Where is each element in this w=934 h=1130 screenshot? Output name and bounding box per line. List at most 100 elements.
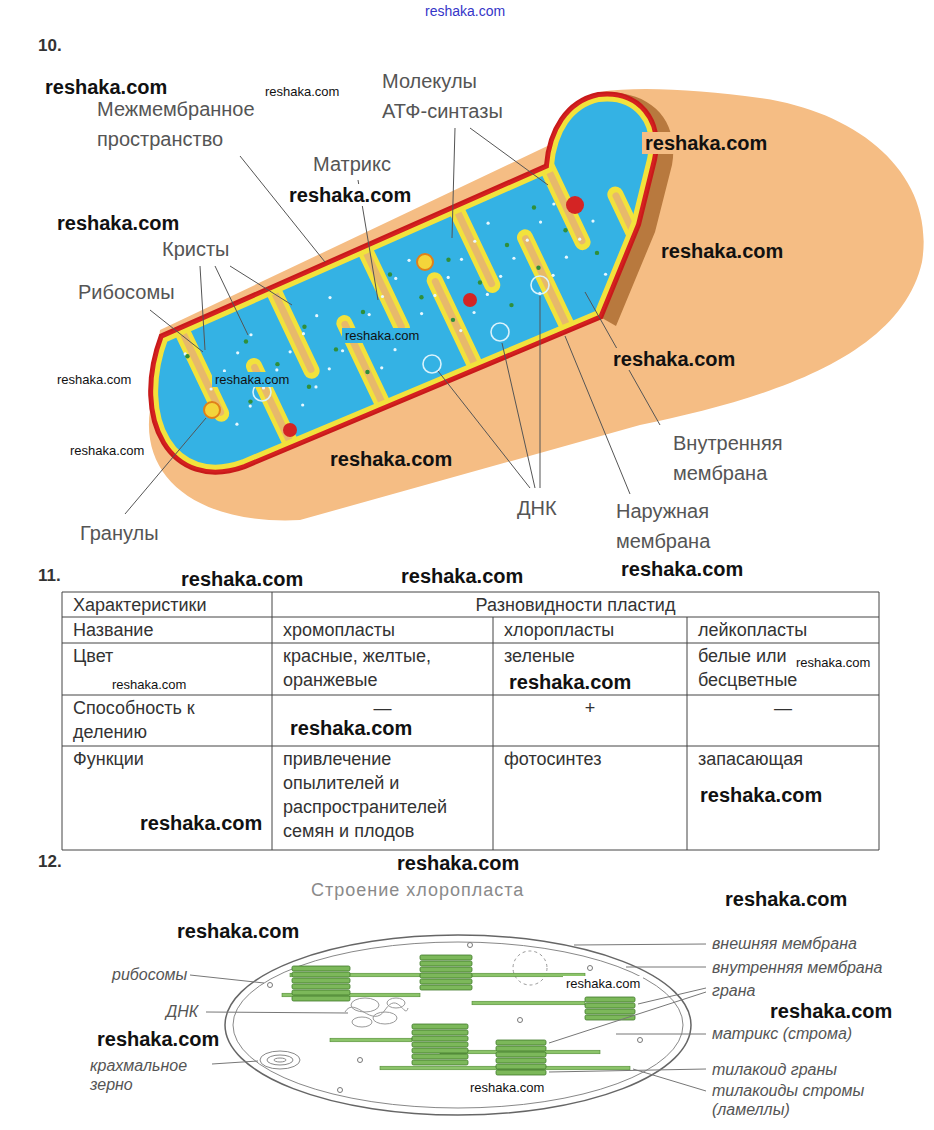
- ribosome: [588, 966, 593, 971]
- ribosome: [341, 349, 344, 352]
- watermark: reshaka.com: [397, 852, 519, 874]
- ribosome: [538, 292, 541, 295]
- dna-loop: [352, 1017, 372, 1027]
- watermark: reshaka.com: [425, 3, 505, 19]
- table-cell: фотосинтез: [494, 747, 686, 850]
- table-cell: красные, желтые, оранжевые: [273, 644, 492, 695]
- ribosome: [604, 273, 607, 276]
- table-grid: [62, 592, 879, 850]
- dna-loop: [373, 1012, 397, 1024]
- ribosome: [393, 348, 396, 351]
- leader-line: [212, 1061, 258, 1064]
- watermark: reshaka.com: [401, 565, 523, 587]
- ribosome: [380, 366, 383, 369]
- inner-membrane: [233, 942, 683, 1108]
- atp-synthase: [185, 354, 189, 358]
- watermark: reshaka.com: [57, 372, 131, 387]
- part-label: тилакоид граны: [712, 1060, 837, 1079]
- leader-line: [470, 128, 548, 185]
- exercise-number: 11.: [38, 566, 61, 586]
- exercise-number: 12.: [38, 852, 62, 872]
- atp-synthase: [365, 370, 369, 374]
- part-label: Молекулы АТФ-синтазы: [382, 66, 507, 126]
- watermark: reshaka.com: [467, 1080, 547, 1095]
- starch-ring: [260, 1051, 300, 1069]
- crista-membrane: [523, 128, 593, 252]
- ribosome: [472, 311, 475, 314]
- atp-synthase: [509, 303, 513, 307]
- grid-line: [687, 617, 688, 850]
- leader-lines: [125, 128, 660, 514]
- granule: [283, 423, 297, 437]
- leader-line: [230, 266, 292, 305]
- ribosome: [638, 1038, 643, 1043]
- dna-strand: [345, 1003, 408, 1016]
- ribosome: [552, 202, 555, 205]
- ribosome: [460, 258, 463, 261]
- stroma-thylakoid: [472, 1001, 585, 1005]
- table-cell: —: [688, 696, 878, 746]
- watermark: reshaka.com: [770, 1000, 892, 1022]
- granum-thylakoid: [496, 1058, 546, 1063]
- watermark: reshaka.com: [212, 372, 292, 387]
- granum-thylakoid: [292, 990, 350, 995]
- granum-thylakoid: [420, 979, 472, 984]
- atp-synthase: [248, 399, 252, 403]
- ribosome: [275, 368, 278, 371]
- ribosome: [518, 1018, 523, 1023]
- ribosome: [447, 276, 450, 279]
- granum-thylakoid: [585, 997, 635, 1002]
- part-label: Внутренняя мембрана: [673, 428, 787, 488]
- granum-thylakoid: [420, 985, 472, 990]
- table-cell: хромопласты: [273, 618, 492, 643]
- watermark: reshaka.com: [57, 212, 179, 234]
- grid-line: [62, 592, 879, 593]
- matrix-fill: [149, 92, 658, 473]
- leader-line: [452, 128, 455, 238]
- granum-thylakoid: [412, 1030, 468, 1035]
- ribosome: [539, 221, 542, 224]
- table-cell: +: [494, 696, 686, 746]
- ribosome: [499, 275, 502, 278]
- grid-line: [493, 617, 494, 850]
- atp-synthase: [595, 251, 599, 255]
- atp-synthase: [446, 258, 450, 262]
- watermark: reshaka.com: [725, 888, 847, 910]
- granum-thylakoid: [496, 1052, 546, 1057]
- chloroplast: [225, 935, 691, 1115]
- grid-line: [272, 592, 273, 850]
- leader-line: [540, 296, 541, 488]
- part-label: матрикс (строма): [712, 1024, 852, 1043]
- ribosome: [249, 333, 252, 336]
- part-label: грана: [712, 981, 755, 1000]
- ribosome: [209, 387, 212, 390]
- part-label: ДНК: [166, 1002, 198, 1021]
- ribosome: [459, 329, 462, 332]
- ribosome: [249, 404, 252, 407]
- part-label: Рибосомы: [78, 277, 175, 307]
- ribosome: [235, 423, 238, 426]
- granule: [566, 196, 584, 214]
- granum-thylakoid: [412, 1060, 468, 1065]
- inner-membrane: [149, 92, 658, 473]
- watermark: reshaka.com: [140, 812, 262, 834]
- leader-line: [574, 944, 706, 945]
- watermark: reshaka.com: [700, 784, 822, 806]
- ribosome: [328, 296, 331, 299]
- leader-lines: [190, 944, 706, 1091]
- atp-synthase: [302, 325, 306, 329]
- ribosome: [236, 351, 239, 354]
- watermark: reshaka.com: [642, 132, 770, 154]
- granum-thylakoid: [412, 1048, 468, 1053]
- starch-grain: [260, 1051, 300, 1069]
- leader-line: [200, 266, 205, 350]
- ribosome: [338, 1088, 343, 1093]
- ribosome: [552, 274, 555, 277]
- ribosome: [358, 1058, 363, 1063]
- atp-synthase: [275, 362, 279, 366]
- atp-synthase: [244, 339, 248, 343]
- ribosome: [486, 293, 489, 296]
- watermark: reshaka.com: [67, 443, 147, 458]
- ribosome: [328, 367, 331, 370]
